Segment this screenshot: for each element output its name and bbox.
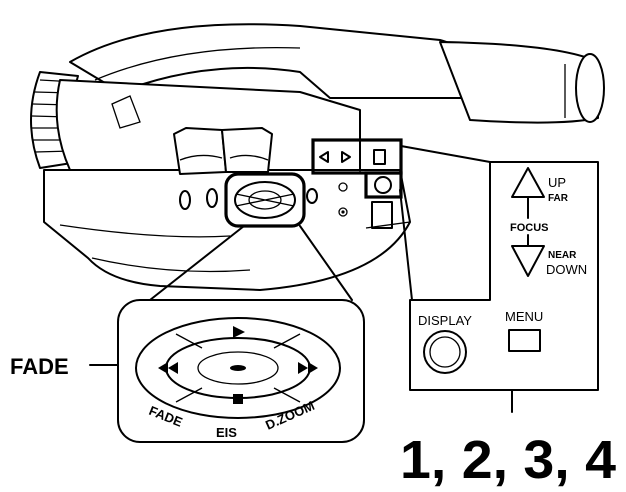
display-button-label: DISPLAY [418, 313, 472, 328]
focus-up-label: UP [548, 175, 566, 190]
display-button[interactable] [424, 331, 466, 373]
callout-label: FADE [10, 354, 69, 379]
focus-down-label: DOWN [546, 262, 587, 277]
dial-eis-label: EIS [216, 425, 237, 440]
focus-far-label: FAR [548, 193, 569, 204]
focus-label: FOCUS [510, 222, 549, 234]
step-numbers: 1, 2, 3, 4 [400, 430, 616, 487]
stop-icon [233, 394, 243, 404]
rewind-icon [158, 362, 178, 374]
camcorder-body [30, 23, 605, 291]
left-arrow-icon [319, 151, 329, 163]
menu-button-label: MENU [505, 309, 543, 324]
right-arrow-icon [341, 151, 351, 163]
down-triangle-icon [511, 245, 545, 277]
fast-forward-icon [298, 362, 318, 374]
play-icon [233, 326, 245, 338]
menu-button[interactable] [509, 330, 540, 351]
focus-near-label: NEAR [548, 250, 577, 261]
dial-inset [117, 299, 365, 443]
control-panel [409, 161, 599, 391]
